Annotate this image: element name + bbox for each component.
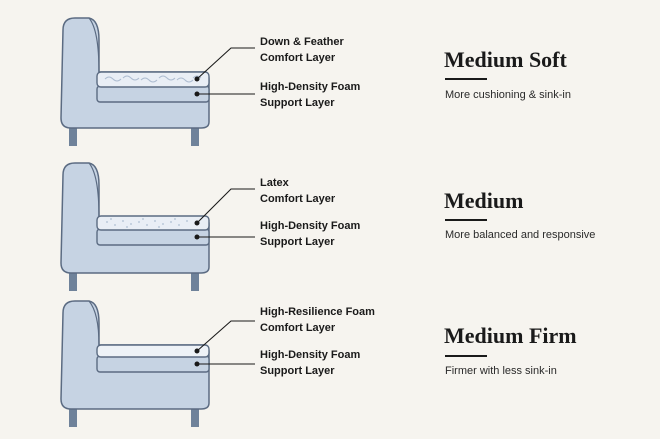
chair-leg-front <box>69 267 77 291</box>
firmness-title: Medium <box>444 188 524 213</box>
comfort-layer-cushion <box>96 344 210 358</box>
chair-leg-back <box>191 405 199 427</box>
chair-leg-front <box>69 405 77 427</box>
title-underline <box>445 219 487 221</box>
comfort-leader-line <box>196 320 255 352</box>
chair-illustration <box>60 17 255 146</box>
firmness-title: Medium Soft <box>444 47 567 72</box>
chair-illustration <box>60 162 255 291</box>
firmness-description: More balanced and responsive <box>445 229 596 241</box>
chair-leg-back <box>191 122 199 146</box>
chair-leg-front <box>69 122 77 146</box>
support-layer-cushion <box>96 85 210 103</box>
comfort-leader-line <box>196 188 255 224</box>
chair-illustration <box>60 300 255 427</box>
title-underline <box>445 78 487 80</box>
title-underline <box>445 355 487 357</box>
comfort-layer-cushion <box>96 215 210 231</box>
support-layer-cushion <box>96 228 210 246</box>
comfort-leader-line <box>196 47 255 80</box>
support-layer-cushion <box>96 355 210 373</box>
firmness-title: Medium Firm <box>444 323 577 348</box>
firmness-description: Firmer with less sink-in <box>445 365 557 377</box>
chair-leg-back <box>191 267 199 291</box>
feather-texture <box>104 75 202 83</box>
dot-texture <box>106 218 188 228</box>
comfort-layer-cushion <box>96 71 210 88</box>
firmness-description: More cushioning & sink-in <box>445 89 571 101</box>
